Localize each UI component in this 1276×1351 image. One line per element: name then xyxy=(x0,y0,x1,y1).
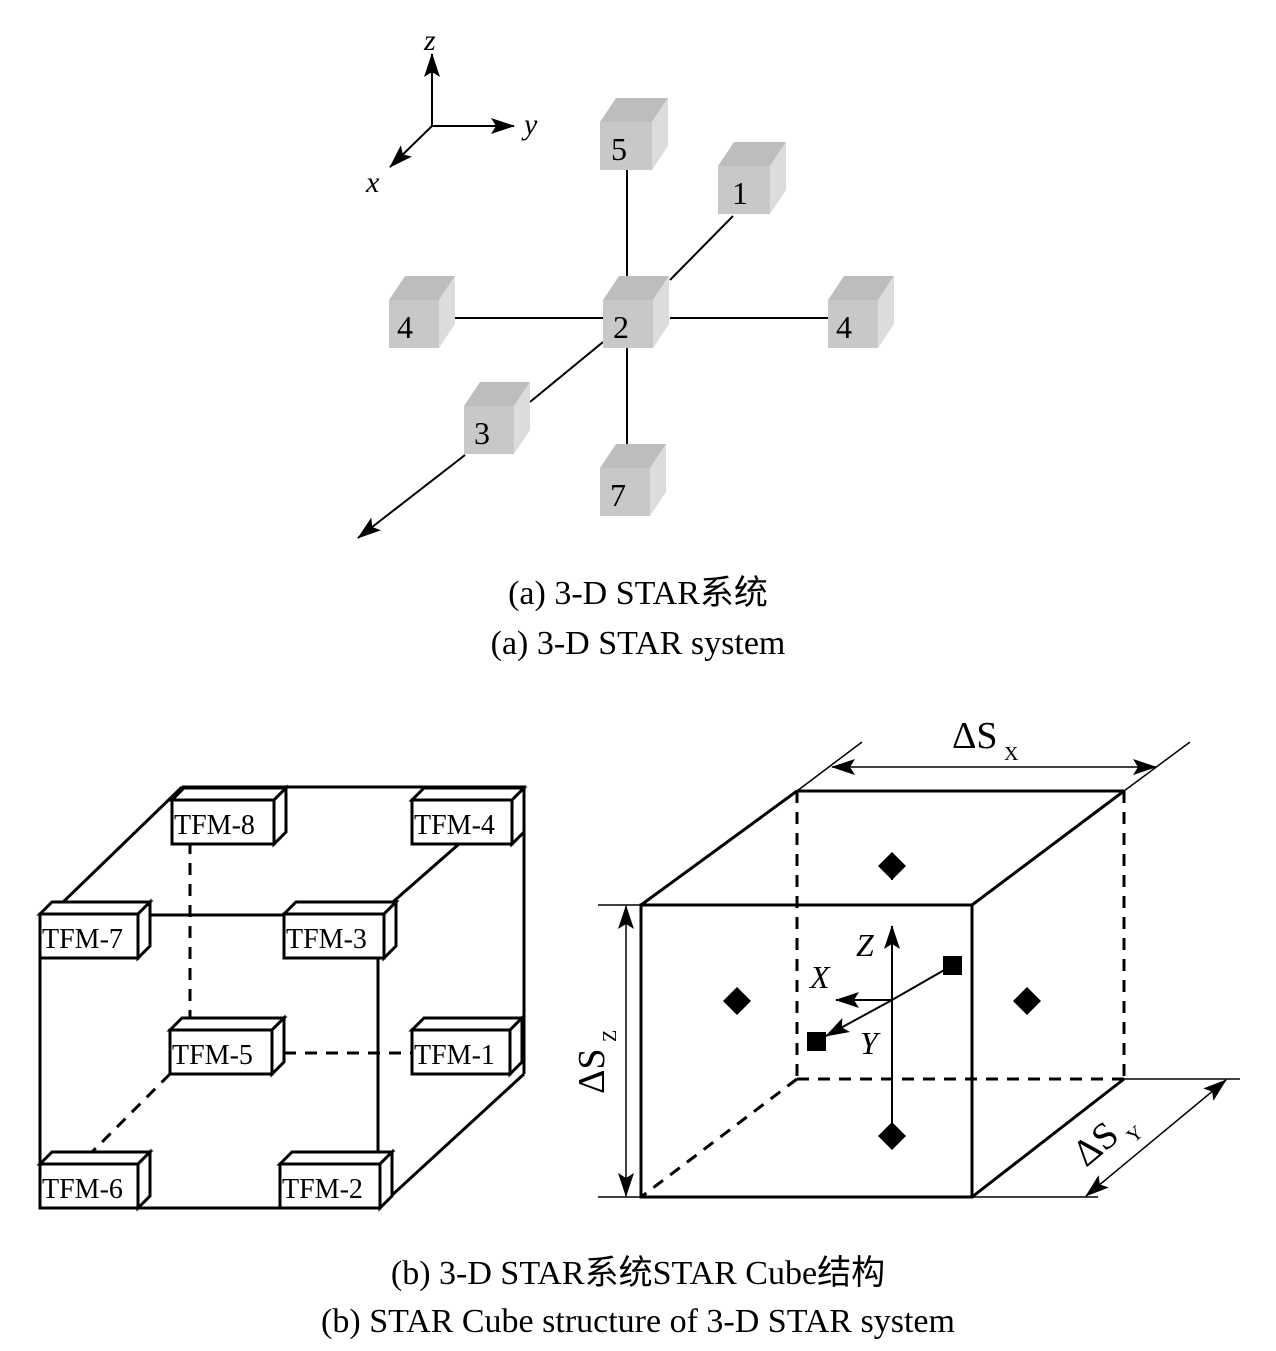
tfm-2-box xyxy=(276,1148,396,1212)
diamond-marker-right xyxy=(1013,987,1041,1015)
tfm-7-box xyxy=(36,898,154,962)
node-5: 5 xyxy=(600,98,668,170)
y-axis-label: y xyxy=(521,108,538,141)
dim-extension-line xyxy=(796,741,863,792)
cube-hidden-edge xyxy=(640,1077,798,1199)
node-3: 3 xyxy=(464,382,530,454)
connector-2-3 xyxy=(529,341,604,403)
x-axis-label: x xyxy=(365,166,380,199)
dim-label-x: ΔS X xyxy=(952,715,1019,765)
x-direction-arrow xyxy=(357,454,466,539)
node-1: 1 xyxy=(718,142,786,214)
dim-y-subscript: Y xyxy=(1123,1121,1148,1147)
cube-edge xyxy=(376,1072,526,1210)
y-axis-label: Y xyxy=(860,1025,881,1061)
node-7: 7 xyxy=(600,444,666,516)
node-2-label: 2 xyxy=(613,309,629,345)
tfm-7-label: TFM-7 xyxy=(42,924,123,955)
caption-b-en: (b) STAR Cube structure of 3-D STAR syst… xyxy=(321,1303,955,1340)
node-1-label: 1 xyxy=(732,175,748,211)
cube-edge xyxy=(971,789,1125,907)
node-2: 2 xyxy=(603,276,669,348)
tfm-1-label: TFM-1 xyxy=(414,1040,495,1071)
panel-a: z y x 5 1 xyxy=(357,24,894,539)
connector-2-1 xyxy=(669,215,734,281)
node-4-right: 4 xyxy=(828,276,894,348)
dim-y-delta: ΔS xyxy=(1065,1113,1127,1174)
square-marker-back xyxy=(943,956,962,975)
panel-b-dimension-cube xyxy=(598,741,1240,1199)
tfm-labels: TFM-8 TFM-4 TFM-7 TFM-3 TFM-5 TFM-1 TFM-… xyxy=(42,810,495,1205)
node-4-left: 4 xyxy=(389,276,455,348)
x-axis-arrow xyxy=(389,125,433,168)
z-axis-label: Z xyxy=(856,927,875,963)
dim-arrow-y xyxy=(1085,1079,1227,1197)
tfm-1-box xyxy=(408,1014,526,1078)
tfm-8-box xyxy=(168,784,290,848)
node-5-label: 5 xyxy=(611,131,627,167)
tfm-5-label: TFM-5 xyxy=(172,1040,253,1071)
node-4-left-label: 4 xyxy=(397,309,413,345)
cube-edge xyxy=(58,785,184,907)
tfm-6-label: TFM-6 xyxy=(42,1174,123,1205)
x-axis-label: X xyxy=(808,959,831,995)
diamond-marker-bottom xyxy=(878,1122,906,1150)
tfm-3-box xyxy=(280,898,400,962)
cube-edge xyxy=(640,789,798,907)
dim-x-delta: ΔS xyxy=(952,715,998,757)
caption-b-cn: (b) 3-D STAR系统STAR Cube结构 xyxy=(390,1255,886,1292)
z-axis-label: z xyxy=(423,24,436,57)
node-7-label: 7 xyxy=(610,477,626,513)
dim-label-y: ΔS Y xyxy=(1065,1113,1148,1174)
dim-extension-line xyxy=(1123,741,1191,792)
diamond-marker-top xyxy=(878,852,906,880)
x-axis-back xyxy=(891,964,954,1001)
cube-front-face xyxy=(639,903,974,1199)
caption-a-cn: (a) 3-D STAR系统 xyxy=(508,575,768,612)
diamond-marker-left xyxy=(723,987,751,1015)
dim-x-subscript: X xyxy=(1004,743,1019,765)
cube-hidden-edge xyxy=(90,1072,172,1154)
tfm-3-label: TFM-3 xyxy=(286,924,367,955)
panel-b-tfm-cube xyxy=(36,784,528,1212)
tfm-4-label: TFM-4 xyxy=(414,810,495,841)
dim-z-delta: ΔS xyxy=(571,1048,613,1094)
tfm-8-label: TFM-8 xyxy=(174,810,255,841)
square-marker-front xyxy=(807,1032,826,1051)
tfm-2-label: TFM-2 xyxy=(282,1174,363,1205)
y-axis-arrow xyxy=(825,999,893,1037)
dim-label-z: ΔS Z xyxy=(571,1030,621,1094)
caption-a-en: (a) 3-D STAR system xyxy=(490,625,786,662)
dim-z-subscript: Z xyxy=(599,1030,621,1042)
sensor-markers xyxy=(723,852,1041,1150)
star-connectors xyxy=(357,170,828,539)
node-3-label: 3 xyxy=(474,415,490,451)
tfm-5-box xyxy=(166,1014,288,1078)
axes-triad xyxy=(389,53,515,168)
node-4-right-label: 4 xyxy=(836,309,852,345)
tfm-4-box xyxy=(408,784,528,848)
tfm-6-box xyxy=(36,1148,154,1212)
